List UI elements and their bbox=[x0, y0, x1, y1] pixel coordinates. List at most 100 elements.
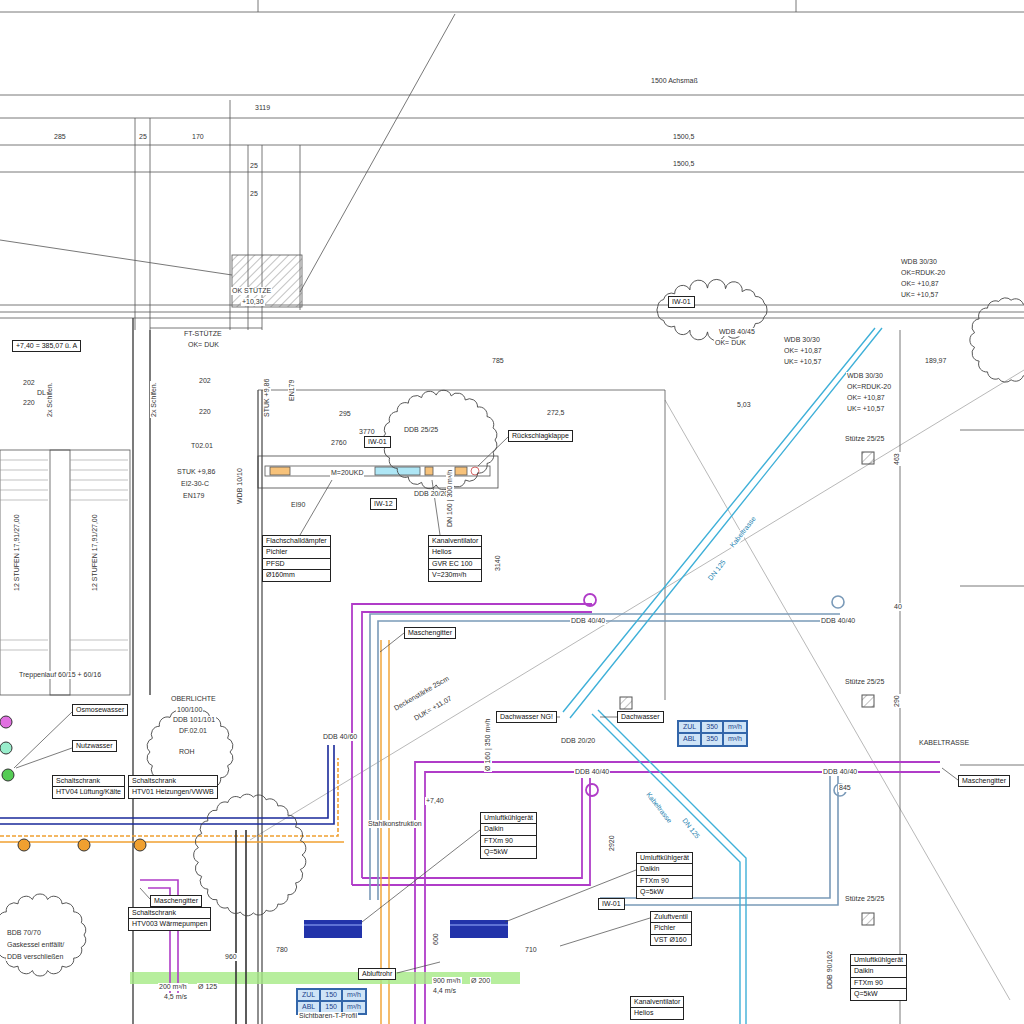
drawing-line bbox=[14, 437, 958, 973]
drawing-line bbox=[415, 762, 940, 1024]
dimension-label: 1500,5 bbox=[672, 133, 695, 141]
callout-box: Rückschlagklappe bbox=[508, 430, 573, 442]
drawing-line bbox=[563, 328, 882, 1024]
dimension-label: M=20UKD bbox=[330, 469, 364, 477]
drawing-line bbox=[0, 758, 338, 836]
dimension-label: OK=RDUK-20 bbox=[846, 383, 892, 391]
callout-box: UmluftkühlgerätDaikinFTXm 90Q=5kW bbox=[480, 812, 537, 859]
dimension-label: Treppenlauf 60/15 + 60/16 bbox=[18, 671, 102, 679]
callout-text: Daikin bbox=[851, 965, 906, 976]
callout-text: 350 bbox=[701, 721, 723, 733]
callout-text: Dachwasser bbox=[618, 712, 663, 722]
drawing-line bbox=[381, 640, 389, 1024]
drawing-line bbox=[140, 768, 958, 973]
dimension-label: 12 STUFEN 17,91/27,00 bbox=[13, 513, 21, 592]
dimension-label: 2x Schlfen. bbox=[150, 381, 158, 418]
dimension-label: DDB verschließen bbox=[6, 953, 64, 961]
drawing-line bbox=[0, 716, 146, 851]
callout-text: GVR EC 100 bbox=[429, 558, 481, 569]
dimension-label: DDB 40/40 bbox=[822, 768, 858, 776]
drawing-line bbox=[304, 920, 362, 938]
dimension-label: OK STÜTZE bbox=[231, 287, 272, 295]
dimension-label: Ø 160 | 350 m³/h bbox=[484, 718, 492, 772]
dimension-label: 25 bbox=[249, 190, 259, 198]
drawing-line bbox=[862, 452, 874, 464]
callout-box: IW-01 bbox=[598, 898, 625, 910]
dimension-label: 2920 bbox=[608, 834, 616, 852]
callout-text: Rückschlagklappe bbox=[509, 431, 572, 441]
dimension-label: +7,40 bbox=[425, 797, 445, 805]
drawing-line bbox=[0, 14, 455, 292]
dimension-label: 2760 bbox=[330, 439, 348, 447]
dimension-label: UK= +10,57 bbox=[783, 358, 822, 366]
dimension-label: 4,4 m/s bbox=[432, 987, 457, 995]
dimension-label: 100/100 bbox=[176, 706, 203, 714]
callout-text: IW-01 bbox=[599, 899, 624, 909]
dimension-label: Stahlkonstruktion bbox=[367, 820, 423, 828]
dimension-label: 960 bbox=[224, 953, 238, 961]
dimension-label: 600 bbox=[432, 932, 440, 946]
callout-text: m³/h bbox=[342, 989, 366, 1001]
dimension-label: STUK +9,86 bbox=[176, 468, 216, 476]
drawing-line bbox=[0, 95, 1024, 172]
dimension-label: 285 bbox=[53, 133, 67, 141]
callout-box: Dachwasser bbox=[617, 711, 664, 723]
dimension-label: 780 bbox=[275, 946, 289, 954]
dimension-label: 25 bbox=[138, 133, 148, 141]
dimension-label: WDB 30/30 bbox=[783, 336, 821, 344]
dimension-label: 845 bbox=[838, 784, 852, 792]
callout-text: m³/h bbox=[723, 721, 747, 733]
callout-text: IW-01 bbox=[365, 437, 390, 447]
callout-text: VST Ø160 bbox=[651, 934, 691, 945]
callout-text: Helios bbox=[429, 546, 481, 557]
drawing-line bbox=[0, 745, 344, 1024]
drawing-line bbox=[232, 255, 302, 307]
callout-text: Daikin bbox=[481, 823, 536, 834]
drawing-line bbox=[370, 596, 846, 905]
dimension-label: DDB 40/40 bbox=[574, 768, 610, 776]
callout-text: Q=5kW bbox=[851, 988, 906, 999]
drawing-line bbox=[0, 841, 344, 843]
dimension-label: WDB 30/30 bbox=[900, 258, 938, 266]
dimension-label: Kabeltrasse bbox=[644, 790, 674, 825]
callout-text: V=230m³/h bbox=[429, 569, 481, 580]
dimension-label: OK= +10,87 bbox=[783, 347, 823, 355]
drawing-line bbox=[258, 330, 1024, 1024]
revision-cloud bbox=[194, 794, 306, 916]
callout-box: Maschengitter bbox=[150, 895, 202, 907]
dimension-label: 25 bbox=[249, 162, 259, 170]
drawing-line bbox=[586, 784, 598, 796]
dimension-label: WDB 10/10 bbox=[236, 467, 244, 505]
dimension-label: 170 bbox=[191, 133, 205, 141]
drawing-line bbox=[0, 0, 1024, 12]
dimension-label: DN 125 bbox=[706, 558, 728, 583]
dimension-label: OK= DUK bbox=[714, 339, 747, 347]
drawing-line bbox=[50, 450, 70, 695]
dimension-label: 4,5 m/s bbox=[163, 993, 188, 1001]
callout-text: Schaltschrank bbox=[129, 776, 217, 786]
callout-text: 150 bbox=[320, 989, 342, 1001]
dimension-label: 2x Schlfen. bbox=[46, 381, 54, 418]
dimension-label: ROH bbox=[178, 748, 196, 756]
callout-text: m³/h bbox=[723, 733, 747, 745]
callout-box: KanalventilatorHelios bbox=[630, 996, 684, 1020]
callout-text: Daikin bbox=[637, 863, 692, 874]
dimension-label: EI90 bbox=[290, 501, 306, 509]
drawing-line bbox=[130, 972, 520, 984]
dimension-label: Stütze 25/25 bbox=[844, 678, 885, 686]
callout-text: Kanalventilator bbox=[429, 536, 481, 546]
dimension-label: 220 bbox=[198, 408, 212, 416]
callout-text: HTV01 Heizungen/VWWB bbox=[129, 786, 217, 797]
dimension-label: 785 bbox=[491, 357, 505, 365]
dimension-label: OK= DUK bbox=[187, 341, 220, 349]
callout-box: SchaltschrankHTV01 Heizungen/VWWB bbox=[128, 775, 218, 799]
drawing-line bbox=[600, 772, 838, 905]
callout-box: UmluftkühlgerätDaikinFTXm 90Q=5kW bbox=[636, 852, 693, 899]
callout-box: FlachschalldämpferPichlerPFSDØ160mm bbox=[262, 535, 331, 582]
dimension-label: 3770 bbox=[358, 428, 376, 436]
dimension-label: OBERLICHTE bbox=[170, 695, 217, 703]
dimension-label: 272,5 bbox=[546, 409, 566, 417]
callout-text: Abluftrohr bbox=[359, 969, 395, 979]
dimension-label: DF.02.01 bbox=[178, 727, 208, 735]
